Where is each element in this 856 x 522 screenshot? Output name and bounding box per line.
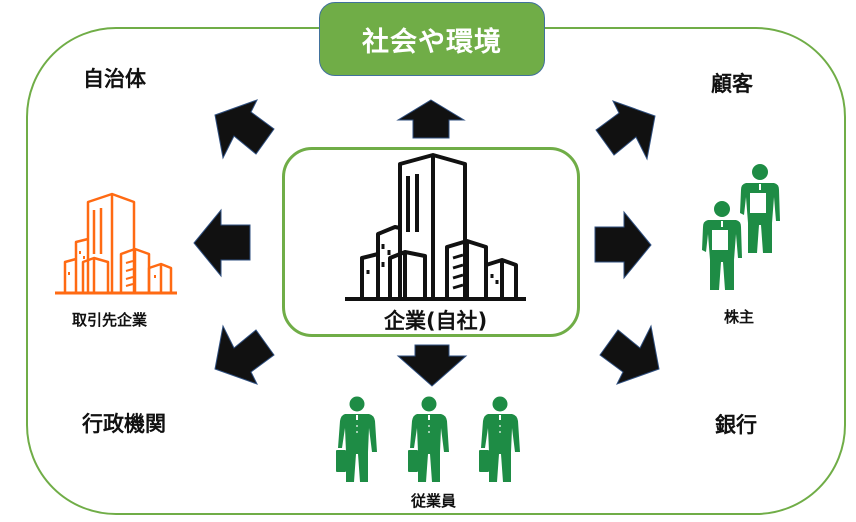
- arrow-up-icon: [396, 99, 466, 139]
- business-partners-label: 取引先企業: [72, 311, 148, 329]
- arrow-down-icon: [396, 344, 468, 387]
- employee-person-icon: [336, 396, 377, 482]
- employee-person-icon: [479, 396, 520, 482]
- customers-label: 顧客: [711, 72, 753, 96]
- arrow-down-left-icon: [214, 324, 275, 385]
- administrative-agencies-label: 行政機関: [82, 412, 166, 436]
- society-environment-box: 社会や環境: [319, 2, 545, 76]
- employee-person-icon: [408, 396, 449, 482]
- company-label: 企業(自社): [384, 309, 488, 333]
- arrow-up-left-icon: [214, 99, 275, 160]
- shareholder-person-icon: [740, 164, 780, 253]
- arrow-left-icon: [193, 208, 251, 278]
- local-government-label: 自治体: [83, 67, 146, 91]
- shareholder-person-icon: [702, 201, 742, 290]
- shareholders-label: 株主: [724, 308, 755, 326]
- arrow-down-right-icon: [599, 324, 660, 385]
- arrow-up-right-icon: [595, 100, 656, 161]
- business-partner-buildings-icon: [55, 192, 177, 295]
- employees-label: 従業員: [411, 492, 457, 510]
- society-environment-label: 社会や環境: [362, 26, 502, 58]
- banks-label: 銀行: [715, 413, 757, 437]
- arrow-right-icon: [594, 210, 652, 280]
- company-buildings-icon: [345, 153, 526, 301]
